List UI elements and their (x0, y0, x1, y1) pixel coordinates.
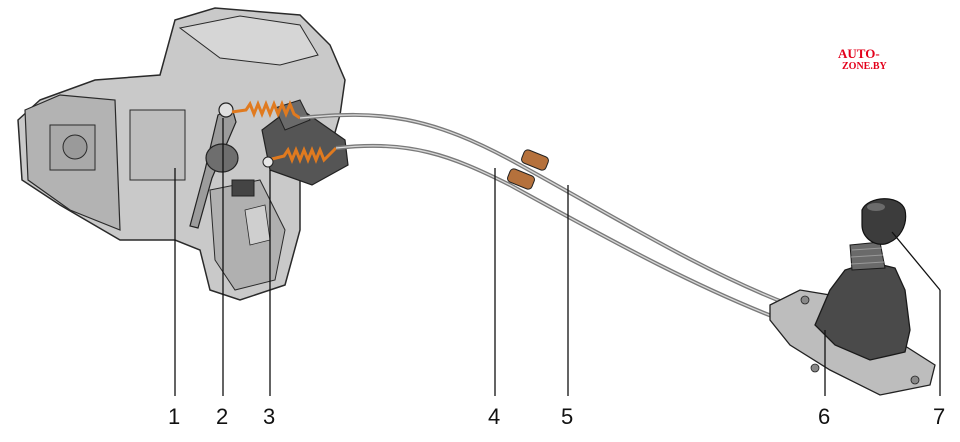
callout-5: 5 (561, 404, 573, 429)
callout-2: 2 (216, 404, 228, 429)
callout-1: 1 (168, 404, 180, 429)
callout-4: 4 (488, 404, 500, 429)
spring-lower (262, 145, 338, 168)
watermark-line-1: AUTO- (838, 46, 880, 61)
callout-3: 3 (263, 404, 275, 429)
selector-lever (189, 102, 255, 229)
watermark-line-2: ZONE.BY (842, 61, 888, 72)
cable-sleeve-lower (507, 168, 535, 190)
leader-lines (174, 118, 941, 396)
cable-sleeve-upper (521, 149, 549, 171)
callout-6: 6 (818, 404, 830, 429)
shift-knob (861, 198, 907, 245)
shift-boot (814, 241, 911, 361)
spring-upper (231, 99, 301, 120)
callout-7: 7 (933, 404, 945, 429)
gearbox-housing (17, 7, 346, 301)
shift-cables (299, 112, 796, 327)
